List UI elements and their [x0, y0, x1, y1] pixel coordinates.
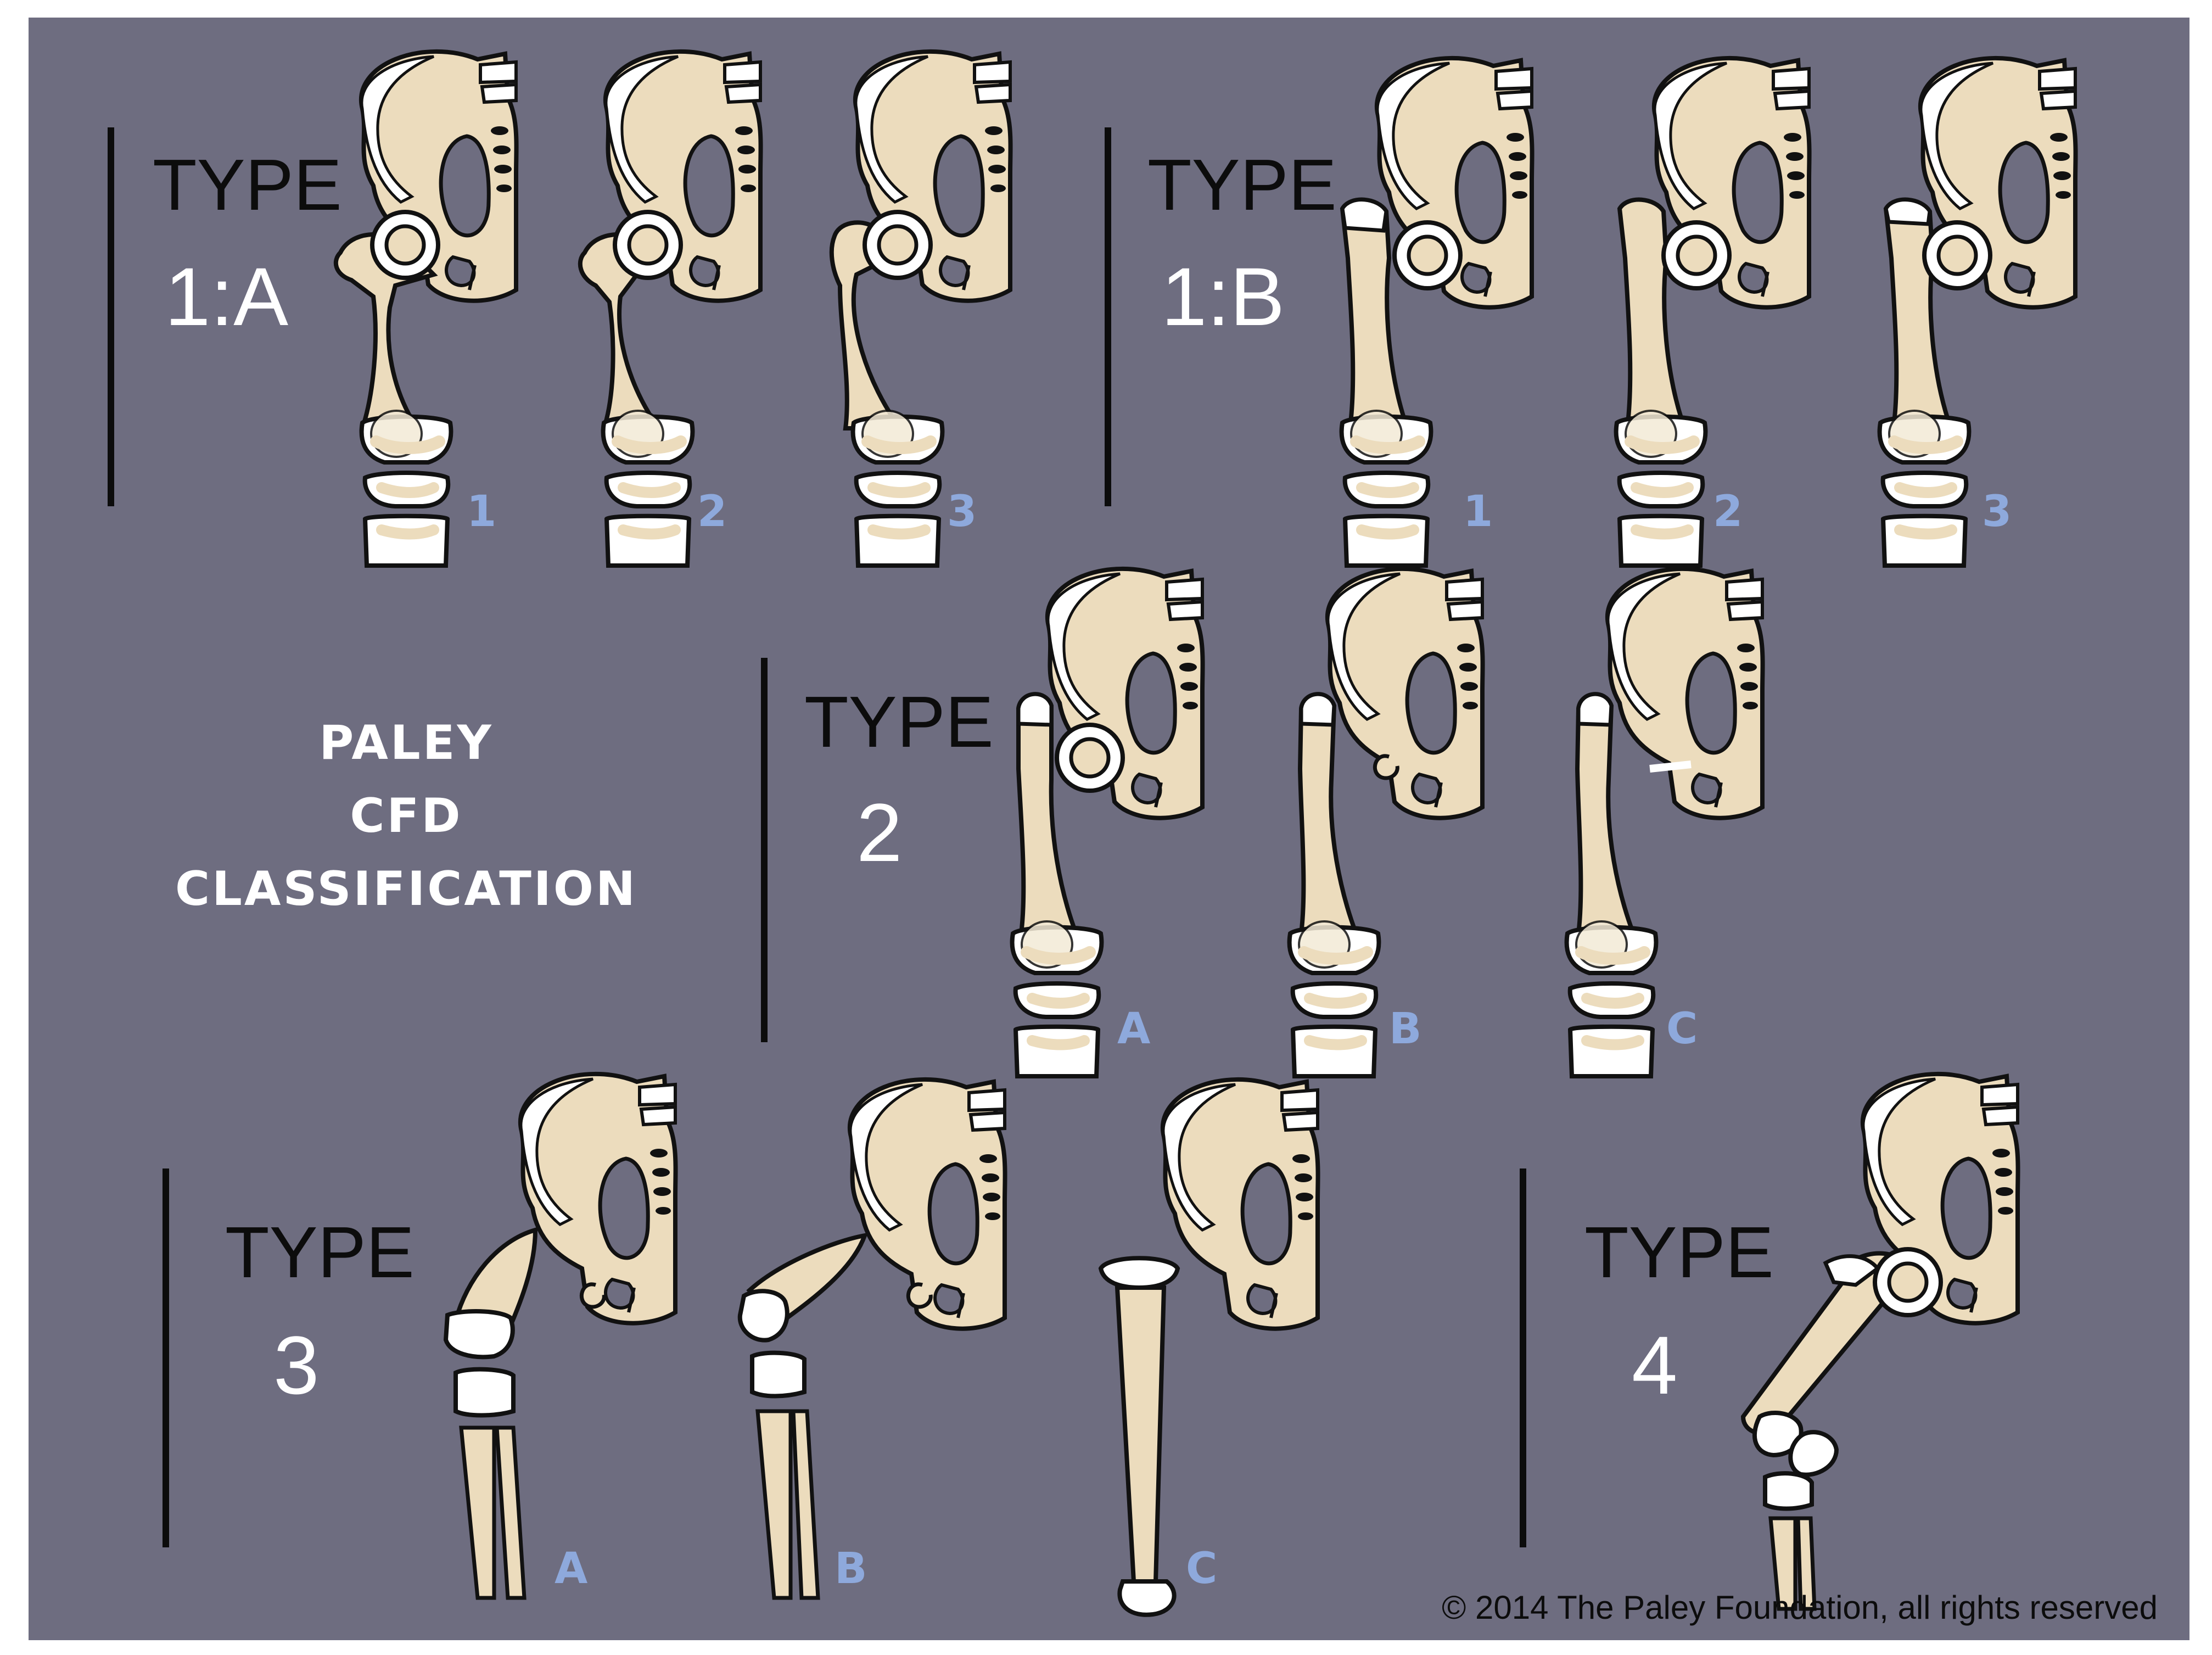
- figure-4: [1740, 1074, 2018, 1611]
- figure-1b-3: [1880, 58, 2076, 566]
- type-number: 2: [856, 786, 902, 879]
- copyright-notice: © 2014 The Paley Foundation, all rights …: [1442, 1589, 2158, 1626]
- variant-label: A: [1117, 1004, 1150, 1054]
- divider-bar: [1520, 1168, 1526, 1547]
- variant-label: C: [1666, 1004, 1698, 1054]
- variant-label: 2: [697, 487, 727, 536]
- panel-type-1a: TYPE 1:A 1 2 3: [108, 52, 1011, 566]
- title-line: PALEY: [319, 715, 494, 770]
- type-word: TYPE: [1147, 144, 1337, 225]
- panel-type-2: TYPE 2 A B C: [761, 569, 1763, 1076]
- type-word: TYPE: [153, 144, 342, 225]
- type-number: 3: [273, 1319, 319, 1411]
- figure-1a-2: [578, 52, 761, 566]
- figure-2b: [1290, 569, 1483, 1076]
- title-line: CFD: [350, 789, 462, 843]
- variant-label: B: [1389, 1004, 1421, 1054]
- title-line: CLASSIFICATION: [175, 862, 637, 916]
- panel-type-3: TYPE 3 A B C: [163, 1074, 1318, 1617]
- type-word: TYPE: [1584, 1212, 1774, 1293]
- divider-bar: [761, 658, 768, 1042]
- divider-bar: [163, 1168, 169, 1547]
- figure-3c: [1098, 1080, 1318, 1617]
- variant-label: C: [1186, 1544, 1217, 1594]
- panel-type-1b: TYPE 1:B 1 2 3: [1105, 58, 2076, 566]
- variant-label: B: [835, 1544, 867, 1594]
- figure-3a: [443, 1074, 676, 1600]
- type-number: 1:A: [165, 250, 288, 343]
- variant-label: 2: [1713, 487, 1743, 536]
- variant-label: 3: [1982, 487, 2012, 536]
- figure-2a: [1012, 569, 1203, 1076]
- divider-bar: [1105, 127, 1111, 506]
- figure-2c: [1567, 569, 1763, 1076]
- figure-1a-3: [829, 52, 1011, 566]
- type-number: 1:B: [1161, 250, 1285, 343]
- diagram-title: PALEY CFD CLASSIFICATION: [175, 715, 637, 916]
- figure-1b-1: [1342, 58, 1532, 566]
- variant-label: 1: [1463, 487, 1493, 536]
- figure-1b-2: [1616, 58, 1810, 566]
- figure-3b: [737, 1080, 1005, 1600]
- variant-label: 1: [467, 487, 496, 536]
- type-word: TYPE: [225, 1212, 415, 1293]
- panel-type-4: TYPE 4: [1520, 1074, 2018, 1611]
- variant-label: A: [555, 1544, 587, 1594]
- variant-label: 3: [947, 487, 977, 536]
- figure-1a-1: [333, 52, 517, 566]
- divider-bar: [108, 127, 114, 506]
- type-number: 4: [1632, 1319, 1677, 1411]
- type-word: TYPE: [804, 681, 994, 762]
